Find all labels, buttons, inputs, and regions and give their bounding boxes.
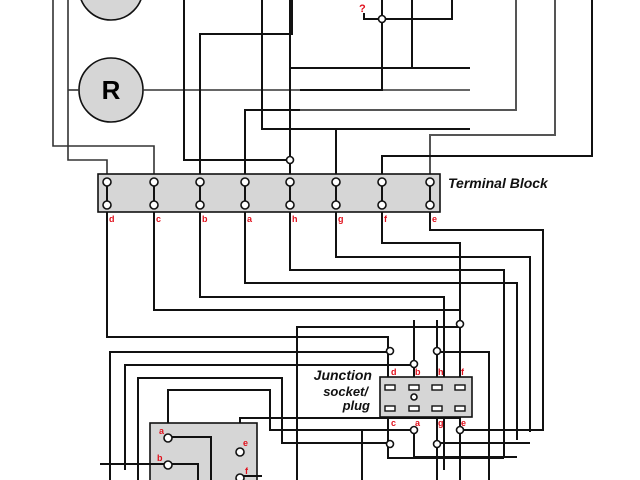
wire xyxy=(289,212,505,458)
terminal-f-top xyxy=(377,177,387,187)
junction-slot-e xyxy=(454,405,466,412)
junction-pin-label: b xyxy=(415,367,421,377)
switch-pin-label: f xyxy=(245,466,249,476)
terminal-pin-label: b xyxy=(202,214,208,224)
wire xyxy=(381,212,461,322)
junction-pin-label: d xyxy=(391,367,397,377)
terminal-g-top xyxy=(331,177,341,187)
junction-slot-d xyxy=(384,384,396,391)
switch-pin-label: b xyxy=(157,453,163,463)
terminal-c-bottom xyxy=(149,200,159,210)
switch-pin-f xyxy=(235,473,245,480)
wire xyxy=(183,0,290,161)
junction-slot-h xyxy=(431,384,443,391)
junction-node xyxy=(409,425,419,435)
terminal-pin-label: e xyxy=(432,214,437,224)
junction-label-plug: plug xyxy=(342,398,370,413)
resistor-label: R xyxy=(102,75,121,105)
wire xyxy=(300,0,383,91)
unknown-marker: ? xyxy=(359,3,366,15)
wire xyxy=(199,0,293,175)
junction-label: Junction xyxy=(314,367,372,383)
switch-pin-a xyxy=(163,433,173,443)
junction-node xyxy=(432,439,442,449)
terminal-b-bottom xyxy=(195,200,205,210)
wire xyxy=(168,436,212,480)
wire xyxy=(137,377,388,480)
junction-pin-label: g xyxy=(438,418,444,428)
terminal-e-bottom xyxy=(425,200,435,210)
junction-slot-f xyxy=(454,384,466,391)
junction-node xyxy=(455,319,465,329)
switch-pin-e xyxy=(235,447,245,457)
junction-node xyxy=(385,439,395,449)
wire xyxy=(413,430,517,458)
junction-pin-label: e xyxy=(461,418,466,428)
terminal-h-bottom xyxy=(285,200,295,210)
wire xyxy=(106,212,389,352)
terminal-pin-label: h xyxy=(292,214,298,224)
terminal-pin-label: c xyxy=(156,214,161,224)
terminal-pin-label: f xyxy=(384,214,388,224)
wire xyxy=(381,0,593,175)
junction-slot-g xyxy=(431,405,443,412)
terminal-block-label: Terminal Block xyxy=(448,175,549,191)
terminal-e-top xyxy=(425,177,435,187)
wire xyxy=(363,0,453,20)
switch-pin-label: e xyxy=(243,438,248,448)
junction-node xyxy=(409,359,419,369)
switch-pin-b xyxy=(163,460,173,470)
wire xyxy=(300,0,517,111)
top-circle-component xyxy=(80,0,142,21)
junction-node xyxy=(285,155,295,165)
wire xyxy=(167,389,414,432)
junction-pin-label: f xyxy=(461,367,465,377)
terminal-g-bottom xyxy=(331,200,341,210)
junction-slot-b xyxy=(408,384,420,391)
terminal-d-bottom xyxy=(102,200,112,210)
junction-node xyxy=(385,346,395,356)
switch-pin-label: a xyxy=(159,426,165,436)
terminal-pin-label: g xyxy=(338,214,344,224)
wire xyxy=(109,351,390,480)
terminal-block xyxy=(97,173,441,213)
wire xyxy=(335,212,531,432)
terminal-a-top xyxy=(240,177,250,187)
wire xyxy=(429,0,556,175)
terminal-c-top xyxy=(149,177,159,187)
wire xyxy=(261,0,470,130)
junction-slot-a xyxy=(408,405,420,412)
terminal-a-bottom xyxy=(240,200,250,210)
junction-node xyxy=(377,14,387,24)
terminal-d-top xyxy=(102,177,112,187)
junction-node xyxy=(455,425,465,435)
junction-label-socket: socket/ xyxy=(323,384,369,399)
terminal-f-bottom xyxy=(377,200,387,210)
terminal-b-top xyxy=(195,177,205,187)
junction-node xyxy=(432,346,442,356)
terminal-pin-label: a xyxy=(247,214,253,224)
terminal-h-top xyxy=(285,177,295,187)
junction-pin-label: a xyxy=(415,418,421,428)
wire xyxy=(289,67,470,175)
junction-pin-label: h xyxy=(438,367,444,377)
wire xyxy=(67,0,108,175)
terminal-pin-label: d xyxy=(109,214,115,224)
wire xyxy=(100,463,199,480)
wire xyxy=(429,212,544,431)
wire xyxy=(244,109,390,175)
junction-pin-label: c xyxy=(391,418,396,428)
wire xyxy=(52,0,155,175)
center-hole xyxy=(410,393,418,401)
wire xyxy=(244,212,518,440)
wire xyxy=(437,351,490,480)
junction-slot-c xyxy=(384,405,396,412)
